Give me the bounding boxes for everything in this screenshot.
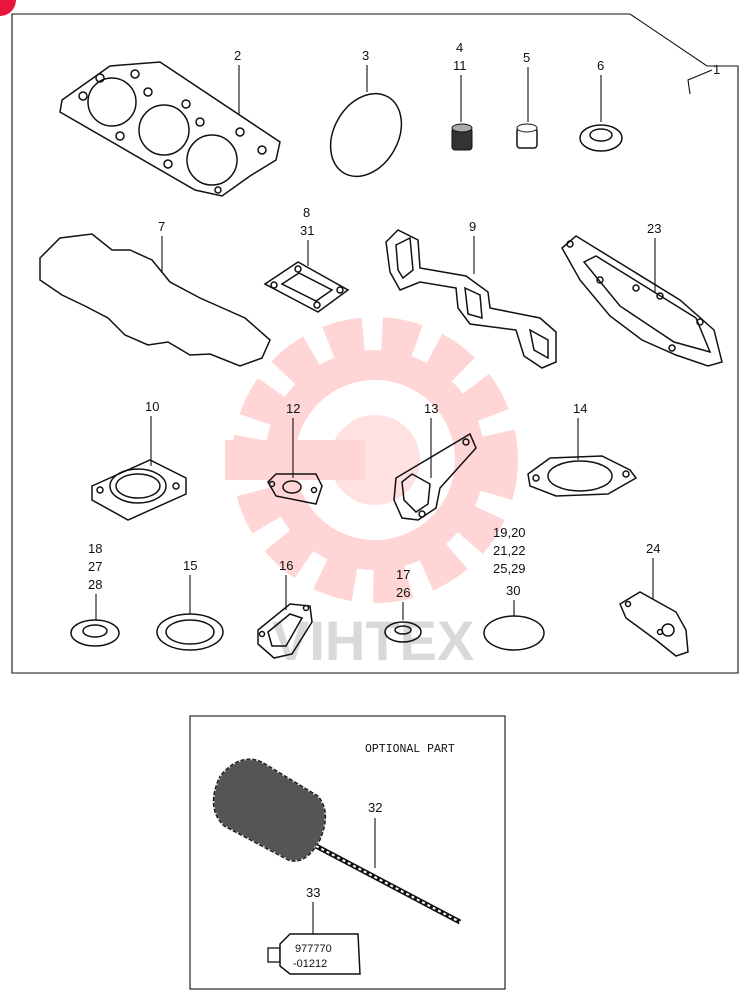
label-13: 13 (424, 401, 438, 416)
label-1: 1 (713, 62, 720, 77)
label-3: 3 (362, 48, 369, 63)
label-25-29: 25,29 (493, 561, 526, 576)
label-10: 10 (145, 399, 159, 414)
part-16-plate-gasket (257, 603, 313, 659)
watermark-logo (225, 317, 518, 603)
label-16: 16 (279, 558, 293, 573)
label-31: 31 (300, 223, 314, 238)
part-23-exhaust-gasket (561, 235, 723, 367)
label-11: 11 (453, 58, 467, 73)
part-10-flange-gasket (91, 459, 187, 521)
part-2-head-gasket (59, 61, 281, 197)
label-28: 28 (88, 577, 102, 592)
part-3-o-ring (329, 92, 403, 178)
part-18-washer (70, 619, 120, 647)
label-7: 7 (158, 219, 165, 234)
part-17-washer (384, 621, 422, 643)
part-7-cover-gasket (39, 233, 271, 367)
label-30: 30 (506, 583, 520, 598)
part-8-square-gasket (263, 261, 350, 313)
label-26: 26 (396, 585, 410, 600)
tube-label-line1: 977770 (295, 943, 332, 955)
label-19-20: 19,20 (493, 525, 526, 540)
label-5: 5 (523, 50, 530, 65)
part-6-seal (579, 124, 623, 152)
label-17: 17 (396, 567, 410, 582)
tube-label-line2: -01212 (293, 958, 327, 970)
part-30-o-ring (483, 615, 545, 651)
part-24-cover-gasket (619, 591, 689, 657)
part-12-small-gasket (267, 473, 323, 505)
part-32-hone-brush (212, 758, 462, 925)
label-18: 18 (88, 541, 102, 556)
label-12: 12 (286, 401, 300, 416)
label-33: 33 (306, 885, 320, 900)
label-21-22: 21,22 (493, 543, 526, 558)
label-9: 9 (469, 219, 476, 234)
part-14-oval-gasket (527, 455, 638, 497)
label-23: 23 (647, 221, 661, 236)
label-6: 6 (597, 58, 604, 73)
part-15-seal-ring (156, 613, 224, 651)
label-8: 8 (303, 205, 310, 220)
label-15: 15 (183, 558, 197, 573)
part-4-valve-stem-seal (451, 123, 473, 151)
label-24: 24 (646, 541, 660, 556)
watermark-text: VIHTEX (272, 609, 474, 672)
label-2: 2 (234, 48, 241, 63)
label-14: 14 (573, 401, 587, 416)
leader-1 (687, 69, 713, 95)
main-frame (11, 13, 739, 674)
label-4: 4 (456, 40, 463, 55)
part-33-sealant-tube (267, 933, 361, 975)
label-32: 32 (368, 800, 382, 815)
part-9-manifold-gasket (385, 229, 557, 369)
label-27: 27 (88, 559, 102, 574)
part-5-sleeve (516, 123, 538, 149)
optional-part-frame (189, 715, 506, 990)
part-13-pump-gasket (393, 432, 477, 521)
corner-badge (0, 0, 16, 16)
optional-part-title: OPTIONAL PART (365, 743, 455, 756)
